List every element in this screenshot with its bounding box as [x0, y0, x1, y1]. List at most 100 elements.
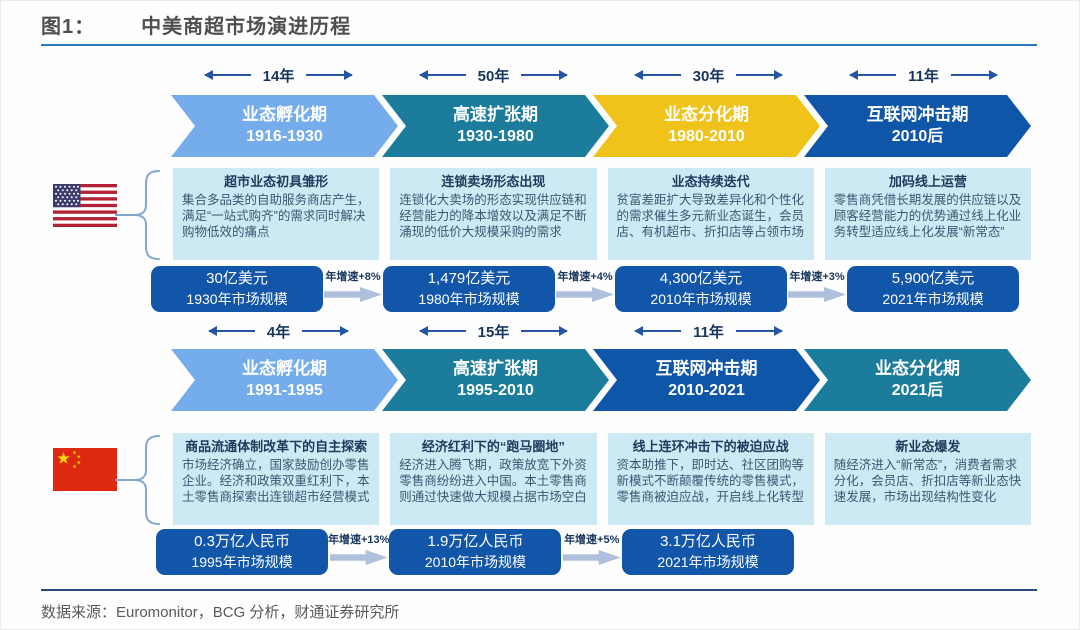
cn-description-row: 商品流通体制改革下的自主探索 市场经济确立，国家鼓励创办零售企业。经济和政策双重…	[173, 433, 1031, 525]
desc-body: 连锁化大卖场的形态实现供应链和经营能力的降本增效以及满足不断涌现的低价大规模采购…	[399, 192, 587, 240]
growth-rate-label: 年增速+13%	[328, 534, 390, 546]
curly-brace-icon	[115, 170, 160, 260]
duration-label: 30年	[601, 63, 816, 87]
right-arrow-icon	[950, 70, 998, 80]
duration-label: 11年	[816, 63, 1031, 87]
right-arrow-icon	[302, 326, 350, 336]
desc-title: 连锁卖场形态出现	[441, 174, 546, 189]
growth-connector: 年增速+13%	[328, 529, 389, 575]
phase-years: 1980-2010	[668, 128, 745, 146]
phase-name: 业态孵化期	[242, 359, 327, 379]
phase-name: 业态分化期	[875, 359, 960, 379]
market-value: 1.9万亿人民币	[427, 533, 524, 551]
desc-body: 集合多品类的自助服务商店产生，满足“一站式购齐”的需求同时解决购物低效的痛点	[182, 192, 370, 240]
desc-box: 业态持续迭代 贫富差距扩大导致差异化和个性化的需求催生多元新业态诞生，会员店、有…	[607, 168, 814, 260]
desc-title: 商品流通体制改革下的自主探索	[185, 439, 368, 454]
desc-body: 零售商凭借长期发展的供应链以及顾客经营能力的优势通过线上化业务转型适应线上化发展…	[833, 192, 1022, 240]
phase-arrow: 业态分化期 1980-2010	[593, 95, 820, 157]
desc-body: 随经济进入“新常态”，消费者需求分化，会员店、折扣店等新业态快速发展，市场出现结…	[833, 457, 1022, 505]
phase-arrow: 业态孵化期 1991-1995	[171, 349, 398, 411]
growth-connector: 年增速+4%	[555, 266, 615, 312]
growth-arrow-icon	[562, 550, 621, 565]
desc-body: 经济进入腾飞期，政策放宽下外资零售商纷纷进入中国。本土零售商则通过快速做大规模占…	[399, 457, 587, 505]
duration-label: 50年	[386, 63, 601, 87]
market-label: 2021年市场规模	[657, 554, 759, 571]
duration-label: 11年	[601, 319, 816, 343]
market-label: 2010年市场规模	[424, 554, 527, 571]
phase-name: 互联网冲击期	[655, 359, 758, 379]
growth-rate-label: 年增速+4%	[557, 271, 613, 283]
left-arrow-icon	[418, 326, 466, 336]
us-phase-row: 业态孵化期 1916-1930 高速扩张期 1930-1980 业态分化期 19…	[171, 95, 1031, 157]
left-arrow-icon	[203, 70, 251, 80]
desc-box: 商品流通体制改革下的自主探索 市场经济确立，国家鼓励创办零售企业。经济和政策双重…	[173, 433, 380, 525]
phase-arrow: 高速扩张期 1930-1980	[382, 95, 609, 157]
phase-years: 1995-2010	[457, 382, 534, 400]
growth-connector: 年增速+8%	[323, 266, 383, 312]
right-arrow-icon	[735, 326, 783, 336]
phase-name: 互联网冲击期	[866, 105, 969, 125]
phase-name: 业态分化期	[664, 105, 749, 125]
data-source-text: 数据来源：Euromonitor，BCG 分析，财通证券研究所	[41, 604, 400, 621]
phase-name: 业态孵化期	[242, 105, 327, 125]
phase-years: 2021后	[891, 382, 944, 400]
curly-brace-icon	[115, 435, 160, 525]
right-arrow-icon	[306, 70, 354, 80]
desc-title: 加码线上运营	[888, 174, 967, 189]
us-flag	[53, 184, 117, 227]
desc-box: 线上连环冲击下的被迫应战 资本助推下，即时达、社区团购等新模式不断颠覆传统的零售…	[607, 433, 814, 525]
market-label: 1980年市场规模	[418, 291, 520, 308]
phase-years: 1991-1995	[246, 382, 323, 400]
market-size-box: 3.1万亿人民币 2021年市场规模	[622, 529, 794, 575]
title-underline	[41, 44, 1037, 46]
desc-box: 连锁卖场形态出现 连锁化大卖场的形态实现供应链和经营能力的降本增效以及满足不断涌…	[390, 168, 597, 260]
phase-arrow: 互联网冲击期 2010-2021	[593, 349, 820, 411]
phase-years: 2010后	[891, 128, 944, 146]
cn-duration-row: 4年 15年 11年	[171, 319, 816, 343]
right-arrow-icon	[521, 70, 569, 80]
market-value: 3.1万亿人民币	[660, 533, 756, 551]
desc-title: 超市业态初具雏形	[224, 174, 329, 189]
desc-title: 经济红利下的“跑马圈地”	[421, 439, 565, 454]
market-value: 1,479亿美元	[427, 270, 511, 288]
us-duration-row: 14年 50年 30年 11年	[171, 63, 1031, 87]
right-arrow-icon	[736, 70, 784, 80]
desc-body: 贫富差距扩大导致差异化和个性化的需求催生多元新业态诞生，会员店、有机超市、折扣店…	[616, 192, 805, 240]
phase-arrow: 互联网冲击期 2010后	[804, 95, 1031, 157]
left-arrow-icon	[633, 70, 681, 80]
market-label: 1995年市场规模	[191, 554, 293, 571]
growth-arrow-icon	[556, 287, 614, 302]
phase-arrow: 高速扩张期 1995-2010	[382, 349, 609, 411]
market-label: 2021年市场规模	[882, 291, 984, 308]
market-value: 30亿美元	[206, 270, 268, 288]
market-label: 2010年市场规模	[650, 291, 752, 308]
duration-label: 14年	[171, 63, 386, 87]
phase-arrow: 业态孵化期 1916-1930	[171, 95, 398, 157]
phase-years: 2010-2021	[668, 382, 745, 400]
footer-divider	[41, 589, 1037, 591]
phase-name: 高速扩张期	[453, 359, 538, 379]
growth-connector: 年增速+3%	[787, 266, 847, 312]
desc-title: 线上连环冲击下的被迫应战	[632, 439, 789, 454]
market-size-box: 1,479亿美元 1980年市场规模	[383, 266, 555, 312]
left-arrow-icon	[634, 326, 682, 336]
market-size-box: 5,900亿美元 2021年市场规模	[847, 266, 1019, 312]
phase-years: 1916-1930	[246, 128, 323, 146]
desc-box: 加码线上运营 零售商凭借长期发展的供应链以及顾客经营能力的优势通过线上化业务转型…	[824, 168, 1031, 260]
desc-body: 资本助推下，即时达、社区团购等新模式不断颠覆传统的零售模式，零售商被迫应战，开启…	[616, 457, 805, 505]
market-size-box: 30亿美元 1930年市场规模	[151, 266, 323, 312]
market-size-box: 0.3万亿人民币 1995年市场规模	[156, 529, 328, 575]
market-value: 0.3万亿人民币	[194, 533, 290, 551]
market-label: 1930年市场规模	[186, 291, 288, 308]
desc-box: 超市业态初具雏形 集合多品类的自助服务商店产生，满足“一站式购齐”的需求同时解决…	[173, 168, 380, 260]
cn-market-row: 0.3万亿人民币 1995年市场规模 年增速+13% 1.9万亿人民币 2010…	[156, 529, 794, 575]
desc-body: 市场经济确立，国家鼓励创办零售企业。经济和政策双重红利下，本土零售商探索出连锁超…	[182, 457, 370, 505]
growth-rate-label: 年增速+5%	[564, 534, 620, 546]
phase-name: 高速扩张期	[453, 105, 538, 125]
market-size-box: 4,300亿美元 2010年市场规模	[615, 266, 787, 312]
market-value: 4,300亿美元	[659, 270, 743, 288]
growth-arrow-icon	[324, 287, 382, 302]
page-title: 中美商超市场演进历程	[141, 16, 352, 38]
left-arrow-icon	[849, 70, 897, 80]
